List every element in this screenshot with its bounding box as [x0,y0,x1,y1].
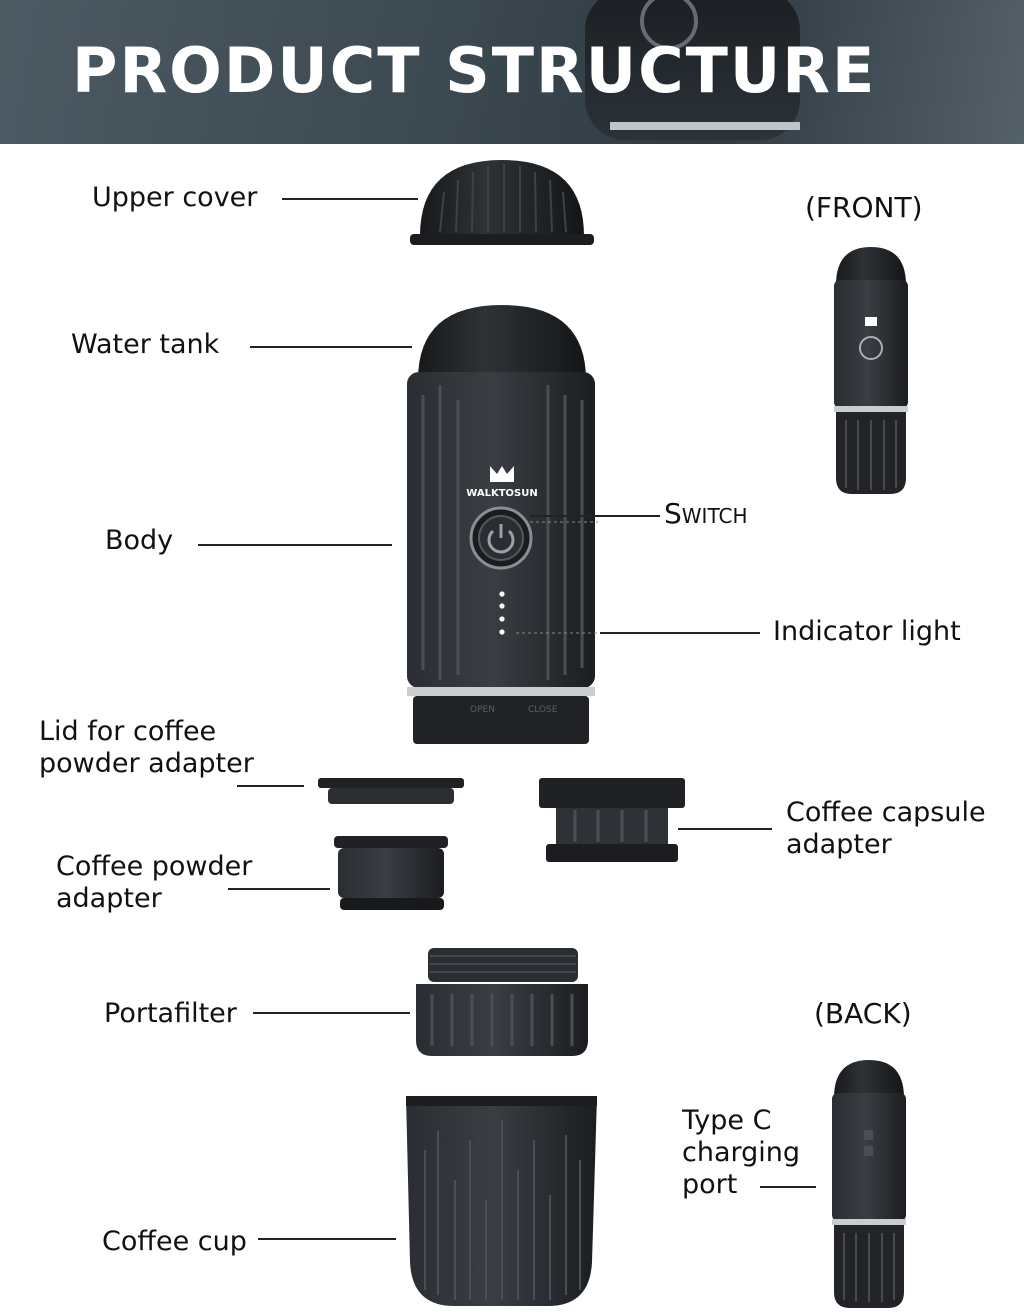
leader-lines [198,198,816,1240]
portafilter-illustration [416,948,588,1056]
brand-logo-text: WALKTOSUN [466,488,537,499]
indicator-lights [499,591,505,635]
capsule-adapter-illustration [539,778,685,862]
main-body-illustration: OPEN CLOSE WALKTOSUN [407,305,595,744]
front-view-illustration [834,247,908,494]
page-title: PRODUCT STRUCTURE [72,34,877,107]
banner-band-photo [610,122,800,130]
label-coffee-powder-adapter: Coffee powder adapter [56,851,253,914]
label-front-view: (FRONT) [805,191,923,224]
upper-cover-illustration [410,160,594,245]
label-portafilter: Portafilter [104,998,237,1029]
powder-adapter-illustration [334,836,448,910]
label-upper-cover: Upper cover [92,182,258,213]
label-coffee-cup: Coffee cup [102,1226,247,1257]
label-coffee-capsule-adapter: Coffee capsule adapter [786,797,986,860]
header-banner: PRODUCT STRUCTURE [0,0,1024,144]
label-type-c-port: Type C charging port [682,1105,801,1200]
label-body: Body [105,525,174,556]
label-switch: Switch [664,497,748,530]
power-icon [487,529,515,554]
coffee-cup-illustration [406,1096,597,1306]
label-indicator-light: Indicator light [773,616,961,647]
back-view-illustration [832,1060,906,1308]
label-lid-powder-adapter: Lid for coffee powder adapter [39,716,254,779]
banner-power-button-photo [640,0,698,50]
brand-logo-icon [490,466,514,482]
label-back-view: (BACK) [814,997,912,1030]
open-ring-label: OPEN [470,705,495,715]
label-water-tank: Water tank [71,329,220,360]
close-ring-label: CLOSE [528,705,558,715]
lid-illustration [318,778,464,804]
